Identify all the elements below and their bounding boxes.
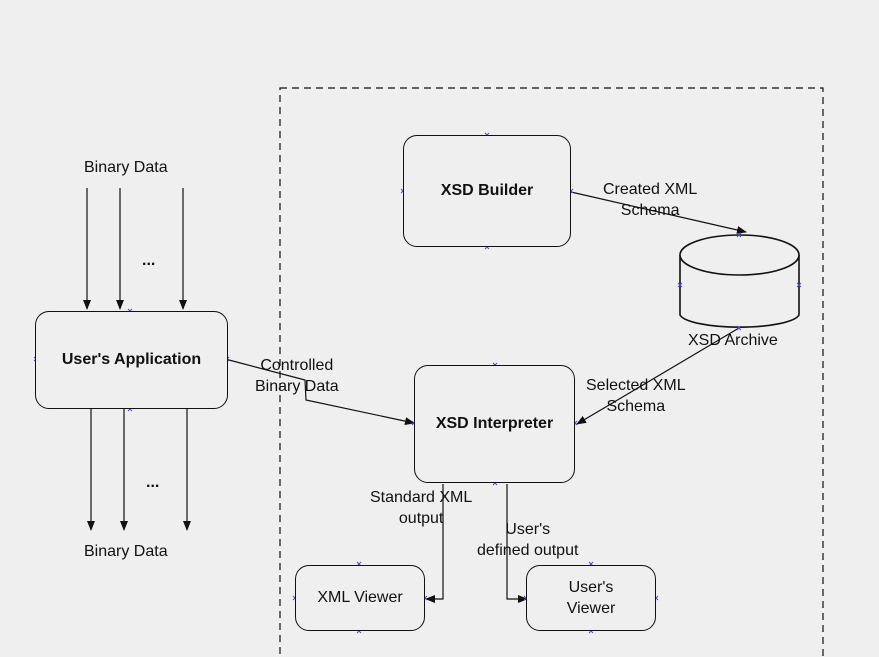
archive-label: XSD Archive bbox=[688, 332, 778, 349]
created-xml-schema-label: Created XML Schema bbox=[603, 181, 698, 219]
ellipsis-top: ... bbox=[142, 252, 156, 269]
users-application-box: User's Application bbox=[35, 311, 228, 409]
selected-xml-schema-label: Selected XML Schema bbox=[586, 377, 686, 415]
ellipsis-bottom: ... bbox=[146, 474, 160, 491]
created-schema-arrow bbox=[570, 191, 747, 234]
users-application-label: User's Application bbox=[61, 351, 202, 368]
users-viewer-label-line1: User's bbox=[568, 579, 614, 596]
standard-xml-output-label: Standard XML output bbox=[370, 489, 473, 527]
controlled-binary-data-connector bbox=[219, 353, 415, 426]
controlled-binary-data-label: Controlled Binary Data bbox=[255, 357, 339, 395]
standard-output-arrow bbox=[425, 484, 444, 603]
xml-viewer-box: XML Viewer bbox=[295, 565, 425, 631]
binary-data-bottom-label: Binary Data bbox=[84, 543, 168, 560]
xsd-interpreter-box: XSD Interpreter bbox=[414, 365, 575, 483]
users-defined-output-label: User's defined output bbox=[477, 521, 579, 559]
xml-viewer-label: XML Viewer bbox=[317, 589, 403, 606]
xsd-interpreter-label: XSD Interpreter bbox=[435, 415, 554, 432]
binary-data-top-label: Binary Data bbox=[84, 159, 168, 176]
defined-output-arrow bbox=[506, 484, 528, 603]
xsd-builder-box: XSD Builder bbox=[403, 135, 571, 247]
users-viewer-box: User's Viewer bbox=[526, 565, 656, 631]
xsd-builder-label: XSD Builder bbox=[440, 182, 534, 199]
xsd-archive-cylinder bbox=[679, 234, 800, 328]
selected-schema-arrow bbox=[576, 327, 740, 425]
users-viewer-label-line2: Viewer bbox=[566, 600, 616, 617]
